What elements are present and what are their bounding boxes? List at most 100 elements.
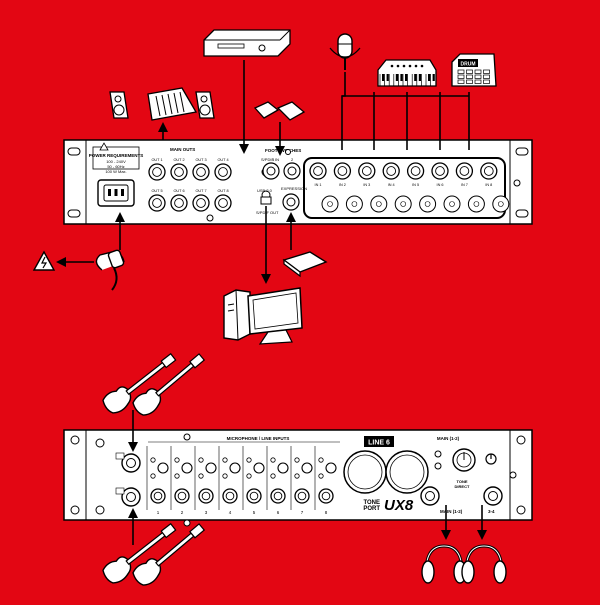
input-label: IN 1: [315, 183, 322, 187]
channel-number: 2: [181, 510, 184, 515]
channel-number: 1: [157, 510, 160, 515]
output-label: OUT 7: [195, 189, 206, 193]
pad-button[interactable]: [270, 457, 276, 463]
tone-direct-text: DIRECT: [455, 484, 470, 489]
mixer-icon: [147, 87, 198, 121]
input-jack: [480, 162, 498, 180]
xlr-input: [321, 195, 339, 213]
xlr-combo-jack: [318, 488, 334, 504]
input-label: IN 6: [437, 183, 444, 187]
power-line: 50 - 60Hz: [107, 164, 124, 169]
channel-strip: 5: [242, 446, 265, 515]
pad-button[interactable]: [174, 457, 180, 463]
input-label: IN 8: [485, 183, 492, 187]
input-label: IN 3: [363, 183, 370, 187]
phantom-button[interactable]: [294, 473, 300, 479]
xlr-combo-jack: [150, 488, 166, 504]
xlr-combo-jack: [198, 488, 214, 504]
phantom-button[interactable]: [246, 473, 252, 479]
xlr-combo-jack: [174, 488, 190, 504]
output-jack: [192, 194, 210, 212]
channel-number: 3: [205, 510, 208, 515]
rack-screw: [70, 433, 526, 527]
meter-left: [343, 450, 387, 494]
gain-knob[interactable]: [325, 462, 337, 474]
rack-screw: [67, 147, 529, 218]
pad-button[interactable]: [150, 457, 156, 463]
tone-port-text: PORT: [363, 506, 380, 512]
pad-button[interactable]: [222, 457, 228, 463]
phantom-button[interactable]: [222, 473, 228, 479]
phantom-button[interactable]: [198, 473, 204, 479]
gain-knob[interactable]: [277, 462, 289, 474]
phantom-button[interactable]: [150, 473, 156, 479]
speaker-icon: [109, 91, 129, 119]
meter-right: [385, 450, 429, 494]
input-jack: [382, 162, 400, 180]
input-jack: [431, 162, 449, 180]
electric-guitar-icon: [132, 353, 206, 416]
channel-strip: 8: [314, 446, 337, 515]
mode-button[interactable]: [434, 462, 442, 470]
channel-strip: 6: [266, 446, 289, 515]
output-label: OUT 6: [173, 189, 184, 193]
model-name: UX8: [384, 497, 414, 514]
pad-button[interactable]: [294, 457, 300, 463]
pad-button[interactable]: [246, 457, 252, 463]
input-label: IN 4: [388, 183, 395, 187]
connection-lines: [56, 60, 487, 545]
phones-main-label: MAIN (1-2): [440, 509, 463, 514]
output-label: OUT 2: [173, 158, 184, 162]
mute-button[interactable]: [434, 450, 442, 458]
phantom-button[interactable]: [174, 473, 180, 479]
xlr-input: [394, 195, 412, 213]
phantom-button[interactable]: [270, 473, 276, 479]
input-jack: [406, 162, 425, 180]
spdif-in-label: S/PDIF IN: [261, 157, 279, 162]
output-jack: [192, 163, 210, 181]
channel-strip: 1: [146, 446, 169, 515]
channel-strip: 2: [170, 446, 193, 515]
input-jack: [358, 162, 376, 180]
xlr-input: [467, 195, 485, 213]
gain-knob[interactable]: [157, 462, 169, 474]
xlr-combo-jack: [246, 488, 262, 504]
channel-number: 6: [277, 510, 280, 515]
line6-logo: [364, 436, 394, 447]
drum-label: DRUM: [461, 62, 476, 68]
channel-number: 7: [301, 510, 304, 515]
tone-direct-text: TONE: [456, 479, 467, 484]
channel-number: 4: [229, 510, 232, 515]
channel-strip: 4: [218, 446, 241, 515]
speaker-icon: [195, 91, 215, 119]
main-label: MAIN (1-2): [437, 436, 460, 441]
usb-label: USB 2.0: [257, 188, 273, 193]
footswitch-icon: [253, 101, 306, 121]
gain-knob[interactable]: [205, 462, 217, 474]
xlr-combo-jack: [222, 488, 238, 504]
power-line: 100 W Max.: [105, 169, 126, 174]
electric-guitar-icon: [132, 523, 206, 586]
gain-knob[interactable]: [301, 462, 313, 474]
output-jack: [148, 194, 166, 212]
expression-pedal-icon: [282, 251, 328, 278]
usb-port: [260, 196, 272, 205]
rack-screw: [206, 149, 521, 222]
input-jack: [333, 162, 352, 180]
pad-button[interactable]: [198, 457, 204, 463]
cd-player-icon: [203, 29, 291, 57]
inputs-group-outline: [303, 157, 506, 219]
gain-knob[interactable]: [229, 462, 241, 474]
gain-knob[interactable]: [253, 462, 265, 474]
spdif-out-label: S/PDIF OUT: [256, 210, 279, 215]
phantom-button[interactable]: [318, 473, 324, 479]
electric-hazard-icon: [32, 250, 56, 271]
gain-knob[interactable]: [181, 462, 193, 474]
output-jack: [148, 163, 166, 181]
main-outs-label: MAIN OUTS: [170, 147, 195, 152]
xlr-combo-jack: [294, 488, 310, 504]
pad-button[interactable]: [318, 457, 324, 463]
xlr-input: [419, 195, 437, 213]
